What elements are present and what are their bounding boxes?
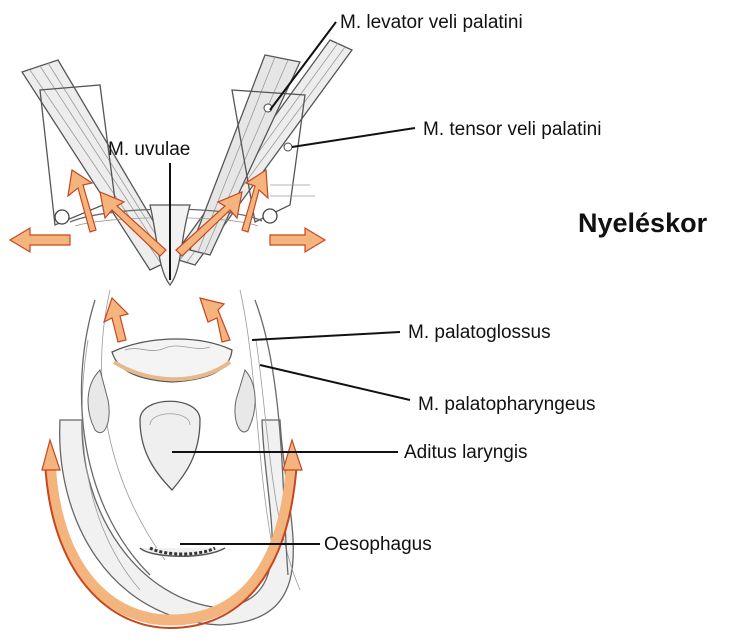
label-palatoglossus: M. palatoglossus — [408, 322, 551, 343]
label-oesophagus: Oesophagus — [324, 534, 432, 555]
label-aditus-laryngis: Aditus laryngis — [404, 442, 528, 463]
diagram-title: Nyeléskor — [578, 208, 708, 238]
label-tensor-veli-palatini: M. tensor veli palatini — [423, 119, 601, 140]
label-uvulae: M. uvulae — [108, 139, 190, 160]
tongue-dorsum — [112, 339, 232, 382]
label-levator-veli-palatini: M. levator veli palatini — [340, 12, 523, 33]
laryngeal-inlet — [140, 401, 200, 490]
oesophagus-opening — [140, 548, 225, 556]
label-palatopharyngeus: M. palatopharyngeus — [418, 394, 595, 415]
